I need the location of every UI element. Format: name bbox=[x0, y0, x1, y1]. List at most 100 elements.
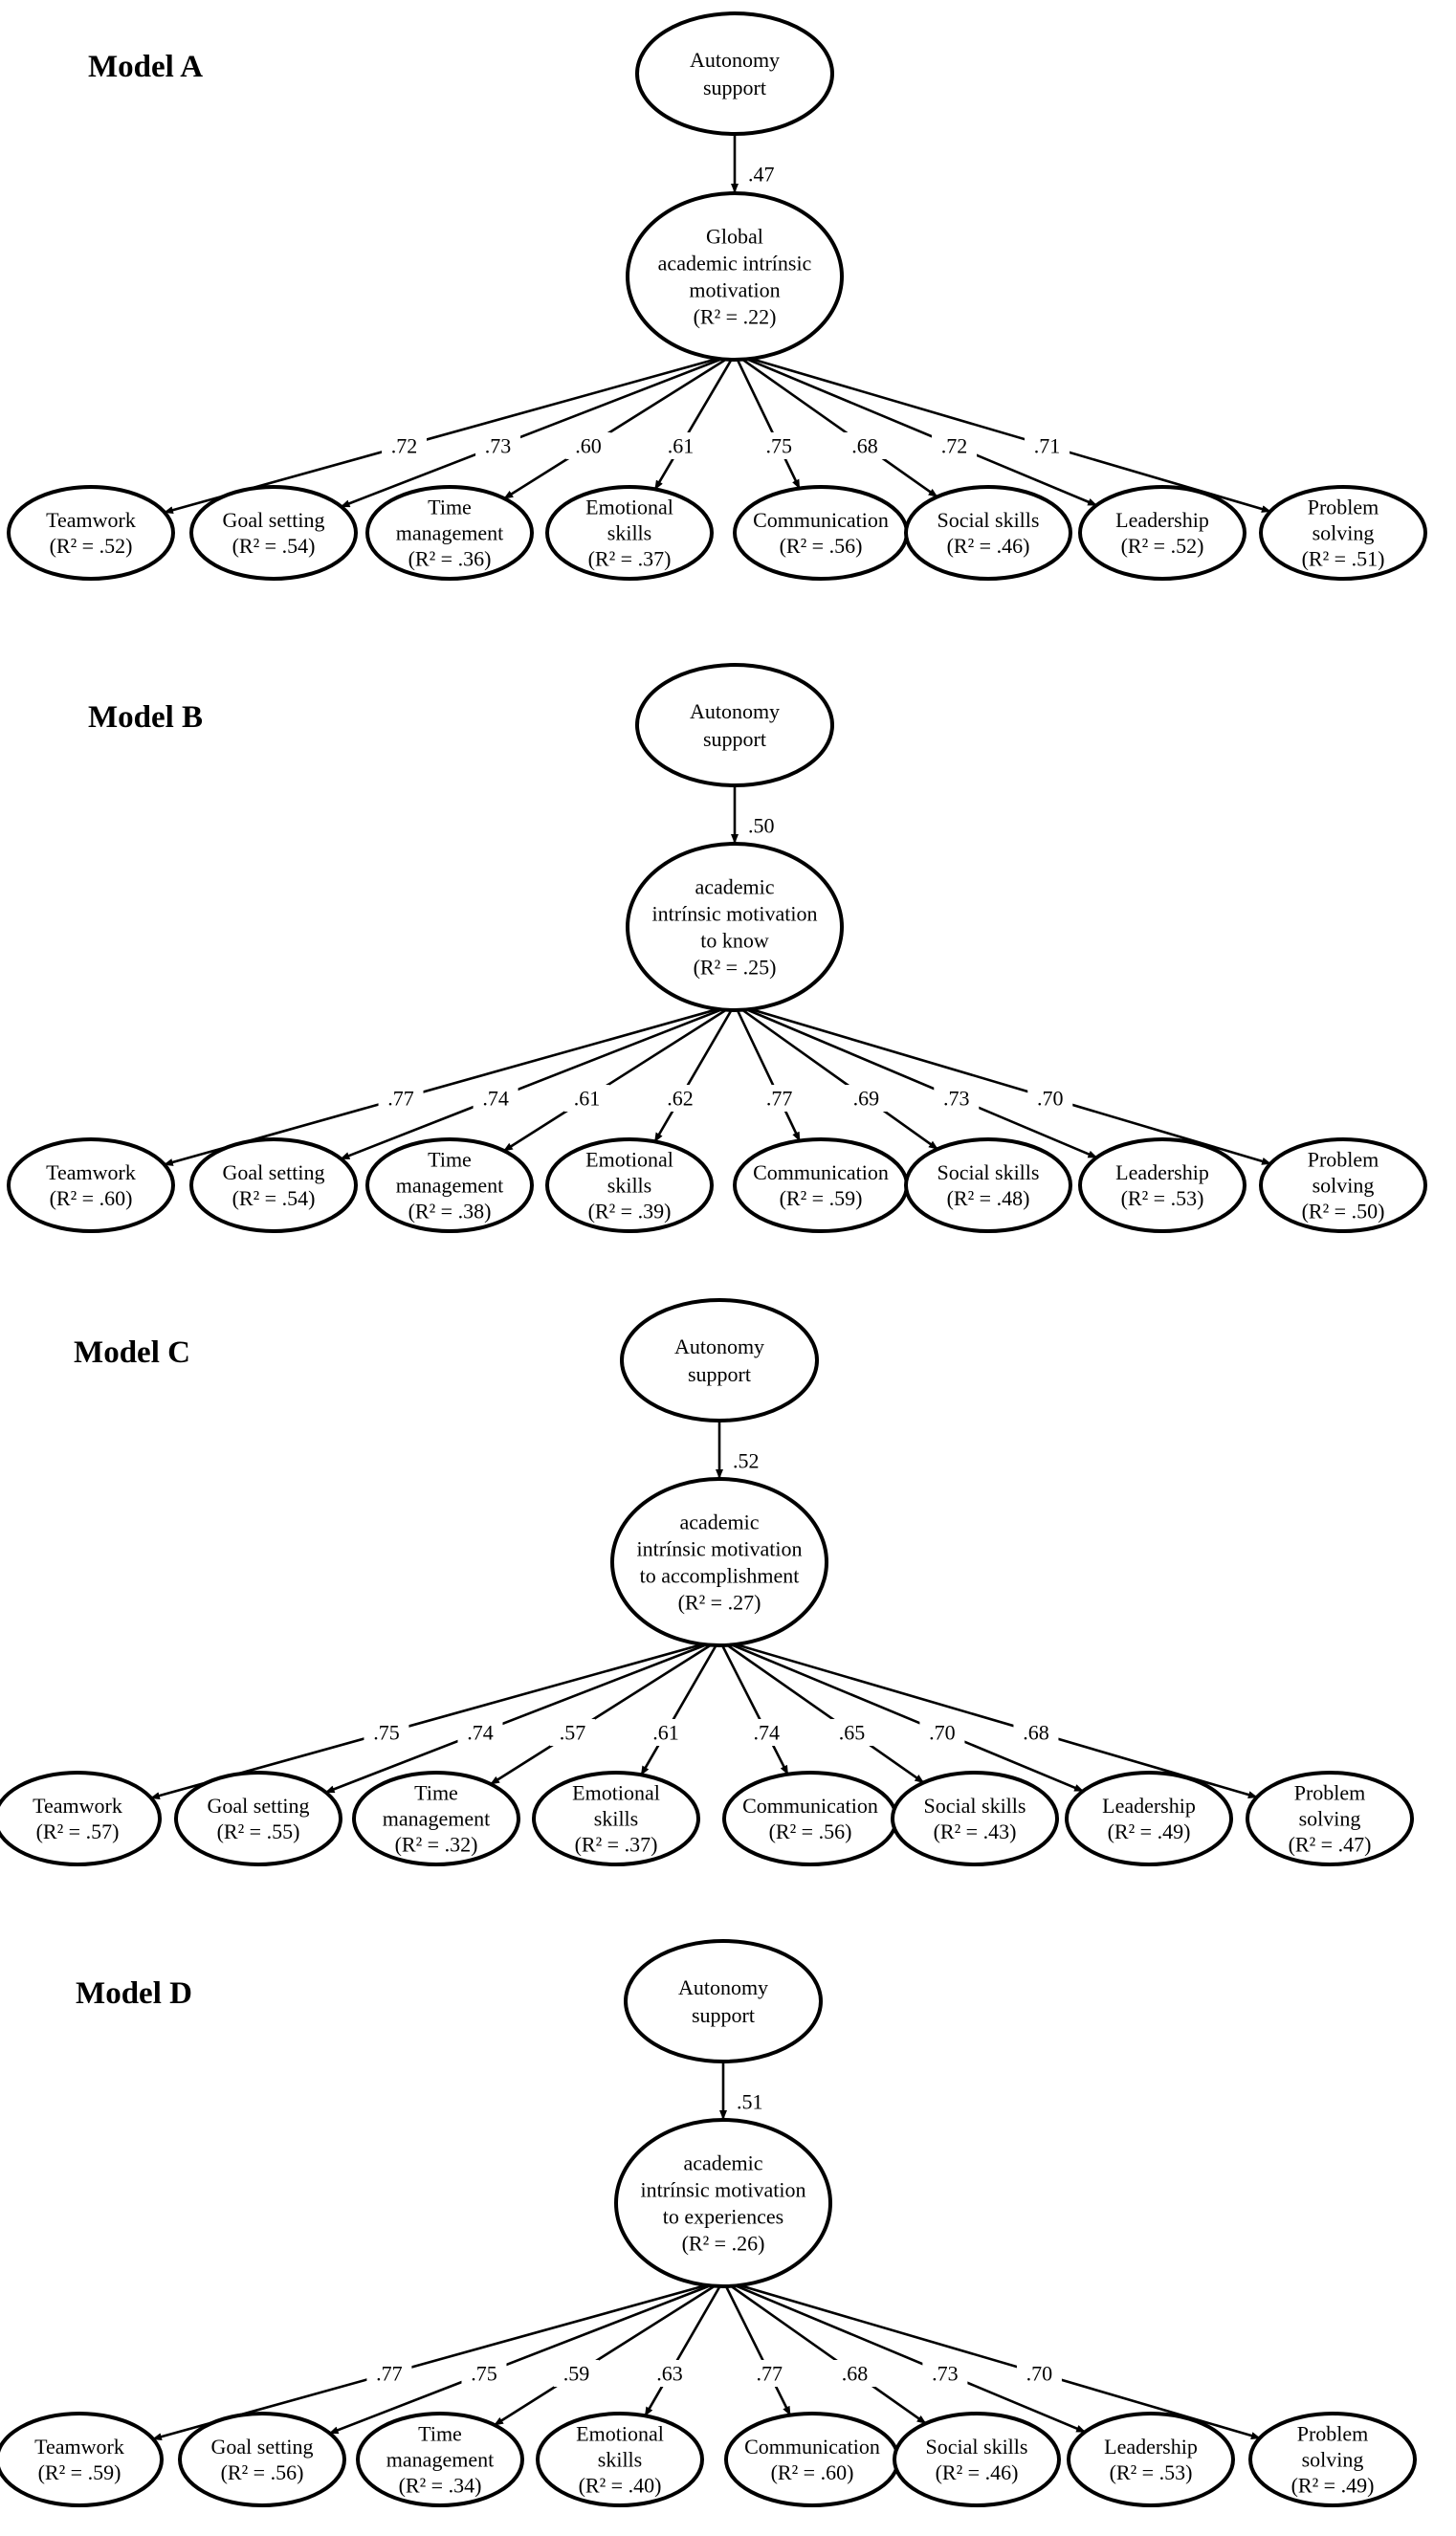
outcome-node bbox=[532, 1771, 700, 1866]
outcome-node-line: Emotional bbox=[576, 2422, 664, 2446]
intrinsic-motivation-node-line: (R² = .26) bbox=[682, 2232, 765, 2256]
loading-coefficient: .77 bbox=[766, 1087, 793, 1111]
intrinsic-motivation-node-line: academic bbox=[695, 875, 774, 899]
loading-arrow bbox=[644, 2280, 725, 2417]
outcome-node-line: management bbox=[383, 1807, 490, 1831]
outcome-node bbox=[891, 1771, 1059, 1866]
loading-coefficient: .68 bbox=[851, 434, 878, 458]
outcome-node-line: Emotional bbox=[585, 496, 673, 519]
outcome-node-line: (R² = .57) bbox=[36, 1819, 120, 1843]
outcome-node-line: (R² = .36) bbox=[408, 547, 492, 571]
label-background bbox=[746, 2360, 792, 2387]
loading-arrow bbox=[340, 352, 736, 508]
model-title: Model B bbox=[88, 700, 203, 735]
outcome-node-line: (R² = .46) bbox=[947, 534, 1030, 558]
outcome-node-line: (R² = .47) bbox=[1289, 1833, 1372, 1857]
outcome-node-line: solving bbox=[1299, 1807, 1361, 1831]
outcome-node-line: (R² = .55) bbox=[217, 1819, 300, 1843]
label-background bbox=[743, 1719, 789, 1746]
label-background bbox=[366, 2360, 412, 2387]
path-coefficient: .51 bbox=[737, 2090, 763, 2114]
outcome-node-line: skills bbox=[594, 1807, 638, 1831]
autonomy-support-node-line: support bbox=[703, 76, 766, 99]
outcome-node-line: (R² = .56) bbox=[780, 534, 863, 558]
outcome-node-line: (R² = .39) bbox=[588, 1200, 672, 1224]
label-background bbox=[364, 1719, 409, 1746]
outcome-node bbox=[1259, 1137, 1427, 1233]
outcome-node-line: Leadership bbox=[1102, 1794, 1196, 1818]
loading-coefficient: .60 bbox=[575, 434, 602, 458]
loading-coefficient: .61 bbox=[652, 1721, 679, 1745]
label-background bbox=[1025, 432, 1070, 459]
outcome-node-line: Social skills bbox=[938, 508, 1040, 532]
outcome-node-line: (R² = .38) bbox=[408, 1200, 492, 1224]
outcome-node-line: (R² = .40) bbox=[579, 2474, 662, 2498]
label-background bbox=[919, 1719, 965, 1746]
loading-coefficient: .62 bbox=[667, 1087, 694, 1111]
label-background bbox=[553, 2360, 599, 2387]
loading-arrow bbox=[490, 1638, 720, 1786]
label-background bbox=[563, 1085, 609, 1112]
loading-coefficient: .75 bbox=[765, 434, 792, 458]
loading-coefficient: .75 bbox=[373, 1721, 400, 1745]
outcome-node-line: Goal setting bbox=[223, 508, 325, 532]
outcome-node-line: (R² = .32) bbox=[395, 1833, 478, 1857]
outcome-node-line: Communication bbox=[744, 2435, 880, 2459]
intrinsic-motivation-node-line: Global bbox=[706, 225, 763, 249]
autonomy-support-node-line: Autonomy bbox=[690, 48, 780, 72]
loading-coefficient: .73 bbox=[485, 434, 512, 458]
intrinsic-motivation-node-line: motivation bbox=[689, 278, 780, 302]
loading-arrow bbox=[722, 2279, 927, 2425]
outcome-node-line: (R² = .60) bbox=[50, 1186, 133, 1210]
outcome-node-line: (R² = .46) bbox=[936, 2460, 1019, 2484]
label-background bbox=[473, 1085, 518, 1112]
loading-arrow bbox=[494, 2279, 724, 2427]
intrinsic-motivation-node-line: academic bbox=[683, 2151, 762, 2175]
outcome-node bbox=[189, 485, 358, 581]
label-background bbox=[475, 432, 521, 459]
outcome-node bbox=[174, 1771, 342, 1866]
label-background bbox=[658, 432, 704, 459]
outcome-node-line: Problem bbox=[1308, 496, 1379, 519]
outcome-node-line: (R² = .54) bbox=[232, 1186, 316, 1210]
outcome-node bbox=[733, 485, 909, 581]
label-background bbox=[647, 2360, 693, 2387]
outcome-node-line: skills bbox=[607, 521, 651, 545]
outcome-node bbox=[893, 2412, 1061, 2507]
loading-arrow bbox=[733, 353, 801, 490]
label-background bbox=[842, 432, 888, 459]
loading-arrow bbox=[340, 1003, 736, 1160]
intrinsic-motivation-node-line: academic bbox=[679, 1511, 759, 1534]
outcome-node bbox=[365, 1137, 534, 1233]
autonomy-support-node-line: support bbox=[692, 2003, 755, 2027]
loading-arrow bbox=[718, 1638, 925, 1784]
label-background bbox=[1013, 1719, 1059, 1746]
loading-coefficient: .72 bbox=[391, 434, 418, 458]
outcome-node-line: (R² = .56) bbox=[221, 2460, 304, 2484]
label-background bbox=[934, 1085, 980, 1112]
autonomy-support-node bbox=[624, 1939, 823, 2063]
outcome-node-line: Teamwork bbox=[33, 1794, 122, 1818]
intrinsic-motivation-node-line: intrínsic motivation bbox=[637, 1537, 803, 1561]
outcome-node-line: (R² = .52) bbox=[1121, 534, 1204, 558]
outcome-node bbox=[733, 1137, 909, 1233]
loading-arrow bbox=[734, 352, 1271, 513]
loading-arrow bbox=[717, 1639, 789, 1775]
autonomy-support-node bbox=[635, 663, 834, 787]
outcome-node-line: (R² = .49) bbox=[1108, 1819, 1191, 1843]
outcome-node-line: Teamwork bbox=[34, 2435, 124, 2459]
outcome-node-line: Goal setting bbox=[211, 2435, 314, 2459]
outcome-node bbox=[1078, 1137, 1246, 1233]
loading-coefficient: .68 bbox=[842, 2362, 869, 2386]
loading-coefficient: .69 bbox=[853, 1087, 880, 1111]
model-title: Model C bbox=[74, 1335, 190, 1370]
intrinsic-motivation-node-line: to accomplishment bbox=[640, 1564, 800, 1588]
outcome-node-line: Problem bbox=[1308, 1148, 1379, 1172]
outcome-node bbox=[1078, 485, 1246, 581]
outcome-node-line: solving bbox=[1313, 521, 1375, 545]
loading-arrow bbox=[722, 2279, 1087, 2434]
outcome-node-line: Goal setting bbox=[208, 1794, 310, 1818]
loading-arrow bbox=[718, 1638, 1258, 1798]
autonomy-support-node-line: Autonomy bbox=[674, 1334, 764, 1358]
